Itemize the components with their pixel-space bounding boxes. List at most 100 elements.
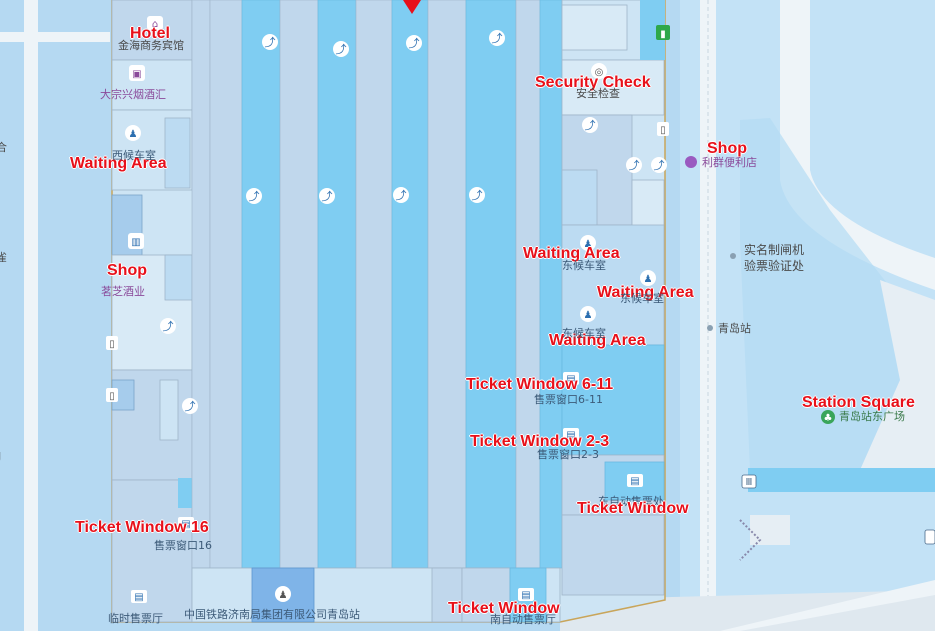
ticket-window-6-11-name: 售票窗口6-11 [534, 393, 603, 406]
exit-icon[interactable]: ▯ [106, 388, 118, 402]
svg-text:▤: ▤ [134, 592, 143, 603]
gate-name-line1: 实名制闸机 [744, 243, 805, 257]
track-1 [241, 0, 281, 569]
shop-east-name: 利群便利店 [702, 156, 757, 169]
ticket-window-icon[interactable]: ▤ [563, 428, 579, 441]
escalator-icon[interactable]: ⤴ [333, 41, 349, 57]
waiting-area-east-2-label[interactable]: Waiting Area [597, 284, 694, 301]
wine-shop-icon[interactable]: ▥ [128, 233, 144, 249]
shop-west-label[interactable]: Shop [107, 262, 147, 279]
svg-text:⤴: ⤴ [654, 158, 665, 172]
station-square-name: 青岛站东广场 [839, 410, 905, 423]
escalator-icon[interactable]: ⤴ [160, 318, 176, 334]
svg-text:▯: ▯ [109, 339, 115, 350]
escalator-icon[interactable]: ⤴ [651, 157, 667, 173]
ticket-window-16-label[interactable]: Ticket Window 16 [75, 519, 209, 536]
shopping-bag-icon[interactable]: ▣ [129, 65, 145, 81]
escalator-icon[interactable]: ⤴ [393, 187, 409, 203]
ticket-window-icon[interactable]: ▤ [518, 588, 534, 601]
waiting-area-west-name: 西候车室 [112, 149, 156, 162]
ticket-window-south-name: 南自动售票厅 [490, 613, 556, 626]
escalator-icon[interactable]: ⤴ [469, 187, 485, 203]
road-left [24, 0, 38, 631]
ticket-window-icon[interactable]: ▤ [563, 372, 579, 385]
hotel-label[interactable]: Hotel [130, 25, 170, 42]
svg-text:▤: ▤ [521, 590, 530, 601]
track-2 [317, 0, 357, 569]
svg-text:♣: ♣ [824, 413, 833, 424]
ticket-window-icon[interactable]: ▤ [131, 590, 147, 603]
gate-name-line2: 验票验证处 [744, 259, 805, 273]
waiting-room-icon[interactable]: ♟ [640, 270, 656, 286]
shop-icon[interactable] [685, 156, 697, 168]
security-check-icon[interactable]: ◎ [591, 63, 607, 79]
ticket-window-6-11-label[interactable]: Ticket Window 6-11 [466, 376, 614, 393]
subway-icon[interactable] [924, 529, 935, 545]
ticket-window-2-3-label[interactable]: Ticket Window 2-3 [470, 433, 610, 450]
waiting-room-icon[interactable]: ♟ [580, 306, 596, 322]
svg-text:⤴: ⤴ [322, 189, 333, 203]
ticket-window-16-name: 售票窗口16 [154, 539, 212, 552]
waiting-area-east-3-label[interactable]: Waiting Area [549, 332, 646, 349]
svg-text:♟: ♟ [584, 239, 593, 250]
svg-text:⤴: ⤴ [185, 399, 196, 413]
svg-text:▯: ▯ [109, 391, 115, 402]
platform-1 [191, 0, 211, 569]
svg-text:⤴: ⤴ [409, 36, 420, 50]
edge-fragment: J [0, 451, 1, 463]
escalator-icon[interactable]: ⤴ [182, 398, 198, 414]
security-check-label[interactable]: Security Check [535, 74, 651, 91]
station-marker-icon[interactable] [707, 325, 713, 331]
escalator-icon[interactable]: ⤴ [246, 188, 262, 204]
escalator-icon[interactable]: ⤴ [262, 34, 278, 50]
svg-text:Ⅲ: Ⅲ [746, 477, 753, 488]
svg-text:♟: ♟ [644, 274, 653, 285]
waiting-room-icon[interactable]: ♟ [125, 125, 141, 141]
svg-text:▤: ▤ [566, 430, 575, 441]
escalator-icon[interactable]: ⤴ [319, 188, 335, 204]
station-square-label[interactable]: Station Square [802, 394, 915, 411]
exit-icon[interactable]: ▯ [657, 122, 669, 136]
shop-east-label[interactable]: Shop [707, 140, 747, 157]
svg-text:⤴: ⤴ [492, 31, 503, 45]
escalator-icon[interactable]: ⤴ [582, 117, 598, 133]
escalator-icon[interactable]: ⤴ [489, 30, 505, 46]
shop-west-name: 茗芝酒业 [101, 285, 145, 298]
temp-ticket-hall-name: 临时售票厅 [108, 612, 163, 625]
map-marker-icon[interactable] [403, 0, 421, 14]
ticket-window-2-3-name: 售票窗口2-3 [537, 448, 599, 461]
escalator-icon[interactable]: ⤴ [626, 157, 642, 173]
subway-icon[interactable]: Ⅲ [741, 474, 757, 489]
ticket-window-east-label[interactable]: Ticket Window [577, 500, 689, 517]
svg-text:⤴: ⤴ [336, 42, 347, 56]
svg-text:⤴: ⤴ [396, 188, 407, 202]
exit-icon[interactable]: ▯ [106, 336, 118, 350]
railway-company-name: 中国铁路济南局集团有限公司青岛站 [184, 608, 360, 621]
svg-text:◎: ◎ [595, 67, 604, 78]
svg-text:▥: ▥ [131, 237, 140, 248]
ticket-window-icon[interactable]: ▤ [178, 517, 194, 530]
qingdao-station-name: 青岛站 [718, 322, 751, 335]
park-icon[interactable]: ♣ [821, 410, 835, 424]
svg-text:▯: ▯ [660, 125, 666, 136]
ticket-window-south-label[interactable]: Ticket Window [448, 600, 560, 617]
gate-marker-icon[interactable] [730, 253, 736, 259]
hotel-icon[interactable]: ⌂ [147, 16, 163, 30]
exit-icon[interactable]: ▮ [656, 25, 670, 40]
edge-fragment: 合 [0, 141, 7, 154]
svg-text:♟: ♟ [279, 590, 288, 601]
ticket-window-icon[interactable]: ▤ [627, 474, 643, 487]
svg-text:⌂: ⌂ [152, 19, 158, 30]
waiting-room-icon[interactable]: ♟ [580, 235, 596, 251]
svg-text:▣: ▣ [132, 69, 141, 80]
svg-text:⤴: ⤴ [585, 118, 596, 132]
escalator-icon[interactable]: ⤴ [406, 35, 422, 51]
security-check-name: 安全检查 [576, 87, 620, 100]
waiting-room-icon[interactable]: ♟ [275, 586, 291, 602]
svg-text:▮: ▮ [660, 29, 666, 40]
svg-text:⤴: ⤴ [163, 319, 174, 333]
svg-text:▤: ▤ [630, 476, 639, 487]
waiting-area-east-1-label[interactable]: Waiting Area [523, 245, 620, 262]
waiting-area-west-label[interactable]: Waiting Area [70, 155, 167, 172]
